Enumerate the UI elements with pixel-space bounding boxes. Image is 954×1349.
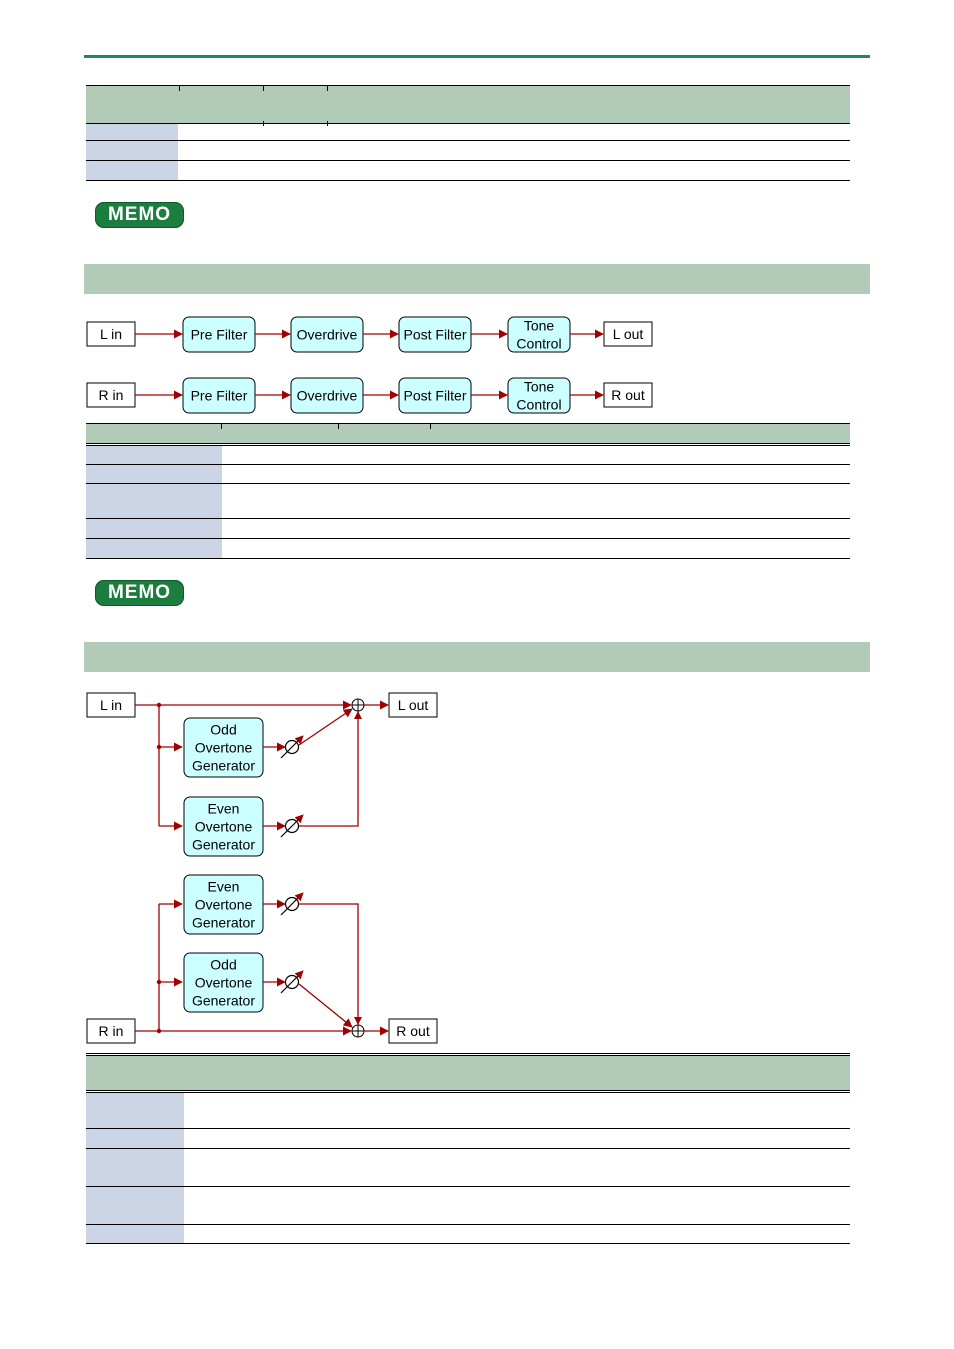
l-in-box [86, 321, 136, 347]
table-header [86, 424, 850, 443]
effect-block-label: Pre Filter [191, 388, 248, 404]
r-in-box [86, 1018, 136, 1044]
table-header [86, 86, 850, 123]
table-row [86, 484, 222, 518]
effect-block-label: Tone [524, 318, 555, 334]
overtone-generator-block-label: Overtone [195, 975, 253, 991]
effect-block-label: Post Filter [403, 388, 466, 404]
section-header-band [84, 642, 870, 672]
signal-line [299, 903, 359, 1025]
table-row [86, 519, 222, 538]
overtone-generator-block-label: Odd [210, 957, 236, 973]
signal-arrow [298, 983, 353, 1028]
effect-block-label: Post Filter [403, 327, 466, 343]
overtone-generator-block-label: Generator [192, 758, 255, 774]
memo-badge: MEMO [95, 202, 184, 228]
top-rule [84, 55, 870, 58]
effect-block-label: Overdrive [297, 388, 358, 404]
effect-block-label: Control [516, 397, 561, 413]
overtone-generator-block-label: Overtone [195, 740, 253, 756]
overtone-generator-block-label: Generator [192, 837, 255, 853]
l-in-box [86, 692, 136, 718]
effect-block-label: Control [516, 336, 561, 352]
signal-line [299, 711, 359, 827]
table-row [86, 1225, 184, 1243]
effect-block-label: Overdrive [297, 327, 358, 343]
l-out-box [388, 692, 438, 718]
table-row [86, 539, 222, 558]
table-row [86, 124, 178, 140]
effect-block-label: Tone [524, 379, 555, 395]
table-row [86, 1129, 184, 1148]
r-out-box [603, 382, 653, 408]
overtone-generator-block-label: Even [208, 879, 240, 895]
r-out-box [388, 1018, 438, 1044]
r-in-box-label: R in [99, 1023, 124, 1039]
junction-dot [156, 744, 162, 750]
r-in-box [86, 382, 136, 408]
l-out-box [603, 321, 653, 347]
l-in-box-label: L in [100, 326, 122, 342]
table-row [86, 161, 178, 180]
overtone-generator-block-label: Even [208, 801, 240, 817]
l-out-box-label: L out [613, 326, 644, 342]
l-out-box-label: L out [398, 697, 429, 713]
table-row [86, 1149, 184, 1186]
overtone-generator-block-label: Generator [192, 993, 255, 1009]
r-in-box-label: R in [99, 387, 124, 403]
effect-block-label: Pre Filter [191, 327, 248, 343]
overtone-generator-block-label: Overtone [195, 819, 253, 835]
table-row [86, 1093, 184, 1128]
overtone-generator-block-label: Overtone [195, 897, 253, 913]
memo-badge: MEMO [95, 580, 184, 606]
table-row [86, 446, 222, 464]
l-in-box-label: L in [100, 697, 122, 713]
section-header-band [84, 264, 870, 294]
signal-arrow [298, 708, 353, 746]
r-out-box-label: R out [611, 387, 645, 403]
table-border [86, 85, 850, 86]
table-row [86, 465, 222, 483]
overtone-generator-block-label: Generator [192, 915, 255, 931]
table-header [86, 1056, 850, 1090]
table-row [86, 141, 178, 160]
table-row [86, 1187, 184, 1224]
r-out-box-label: R out [396, 1023, 430, 1039]
overtone-generator-block-label: Odd [210, 722, 236, 738]
